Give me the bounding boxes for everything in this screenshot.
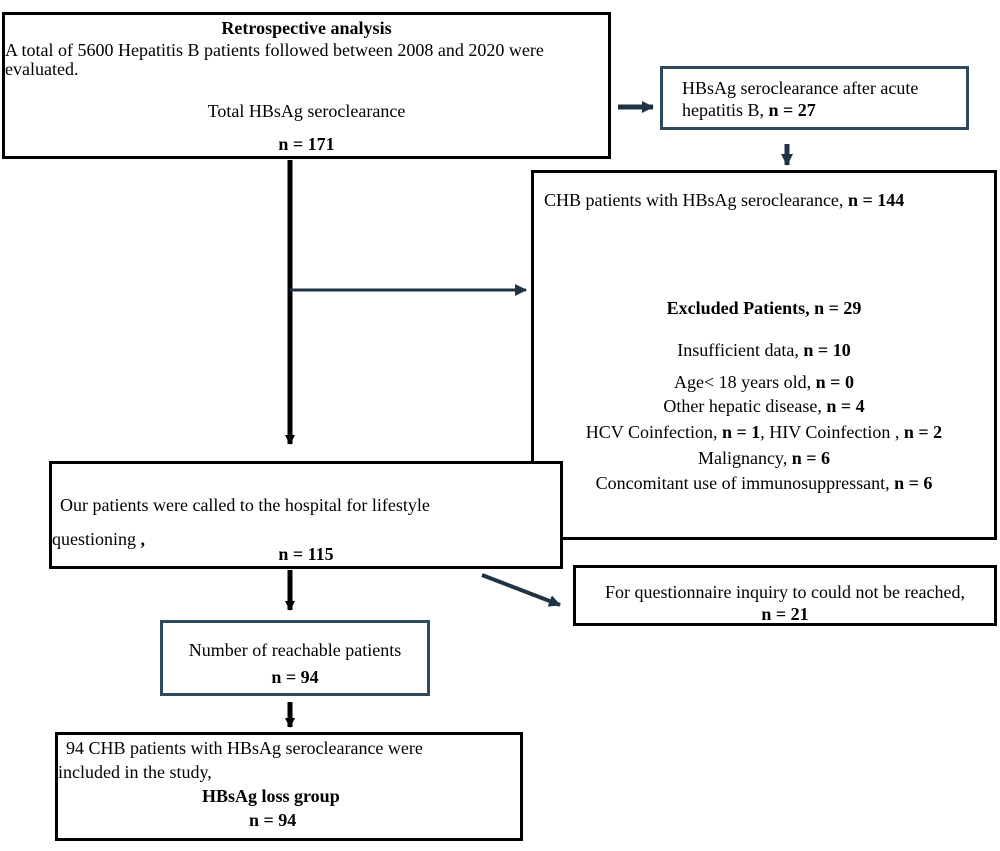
excluded-n: n = 29: [814, 298, 862, 318]
insufficient-data-label: Insufficient data,: [677, 340, 799, 360]
age-n: n = 0: [815, 372, 854, 392]
called-box: Our patients were called to the hospital…: [49, 461, 563, 569]
retrospective-line1: A total of 5600 Hepatitis B patients fol…: [5, 40, 544, 60]
arrow-called-to-unreached: [481, 573, 561, 607]
hepatic-n: n = 4: [826, 396, 865, 416]
called-line2: questioning: [52, 529, 136, 549]
retrospective-line2: evaluated.: [5, 59, 79, 79]
hiv-n: n = 2: [903, 422, 943, 442]
included-n: n = 94: [249, 810, 297, 830]
malignancy-label: Malignancy,: [697, 448, 788, 468]
retrospective-box: Retrospective analysis A total of 5600 H…: [2, 12, 611, 159]
hcv-label: HCV Coinfection,: [585, 422, 718, 442]
chb-n: n = 144: [847, 190, 905, 210]
acute-line2: hepatitis B,: [682, 100, 764, 120]
acute-hepatitis-box: HBsAg seroclearance after acute hepatiti…: [660, 66, 969, 130]
unreached-n: n = 21: [761, 604, 809, 624]
called-punct: ,: [140, 529, 146, 549]
reachable-line1: Number of reachable patients: [188, 640, 402, 660]
acute-n: n = 27: [768, 100, 816, 120]
chb-excluded-box: CHB patients with HBsAg seroclearance, n…: [531, 170, 997, 540]
unreached-box: For questionnaire inquiry to could not b…: [573, 565, 997, 626]
unreached-line1: For questionnaire inquiry to could not b…: [605, 582, 965, 602]
age-label: Age< 18 years old,: [674, 372, 812, 392]
included-line2: included in the study,: [58, 762, 212, 782]
hcv-n: n = 1: [721, 422, 761, 442]
malignancy-n: n = 6: [791, 448, 831, 468]
acute-line1: HBsAg seroclearance after acute: [682, 78, 919, 98]
insufficient-data-n: n = 10: [803, 340, 851, 360]
total-seroclearance-n: n = 171: [278, 134, 335, 154]
reachable-n: n = 94: [271, 667, 319, 687]
hiv-label: , HIV Coinfection ,: [760, 422, 900, 442]
included-group: HBsAg loss group: [202, 786, 340, 806]
retrospective-title: Retrospective analysis: [221, 18, 392, 38]
chb-label: CHB patients with HBsAg seroclearance,: [544, 190, 844, 210]
reachable-box: Number of reachable patients n = 94: [160, 620, 430, 696]
included-box: 94 CHB patients with HBsAg seroclearance…: [55, 732, 523, 841]
called-n: n = 115: [278, 544, 334, 564]
immuno-n: n = 6: [894, 473, 933, 493]
called-line1: Our patients were called to the hospital…: [60, 495, 430, 515]
total-seroclearance-label: Total HBsAg seroclearance: [207, 101, 406, 121]
included-line1: 94 CHB patients with HBsAg seroclearance…: [66, 738, 423, 758]
immuno-label: Concomitant use of immunosuppressant,: [595, 473, 890, 493]
hepatic-label: Other hepatic disease,: [663, 396, 822, 416]
excluded-title: Excluded Patients,: [666, 298, 810, 318]
